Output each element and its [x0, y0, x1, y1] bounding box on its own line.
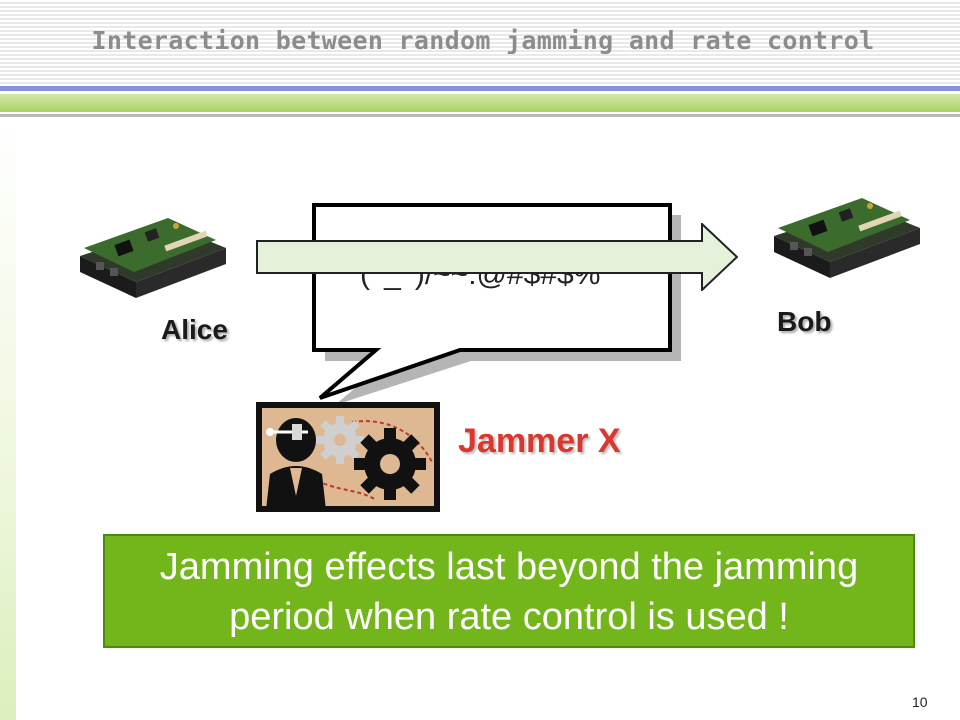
gear-icon	[354, 428, 426, 500]
bob-sensor-node-icon	[774, 198, 920, 278]
jammer-label: Jammer X	[458, 422, 621, 460]
title-rule-gray	[0, 114, 960, 117]
slide-title: Interaction between random jamming and r…	[91, 26, 875, 55]
alice-sensor-node-icon	[80, 218, 226, 298]
title-band	[0, 0, 960, 86]
side-stripe	[0, 117, 16, 720]
title-rule-green	[0, 94, 960, 112]
callout-message: Jamming effects last beyond the jamming …	[103, 534, 915, 648]
jammer-figure-icon	[256, 402, 440, 512]
page-number: 10	[912, 694, 928, 710]
transmission-arrow-icon	[256, 223, 738, 291]
alice-label: Alice	[161, 314, 228, 345]
callout-line-1: Jamming effects last beyond the jamming	[159, 546, 859, 588]
small-gear-icon	[316, 416, 364, 464]
bob-label: Bob	[777, 306, 832, 337]
title-rule-blue	[0, 86, 960, 91]
callout-line-2: period when rate control is used !	[229, 596, 789, 638]
